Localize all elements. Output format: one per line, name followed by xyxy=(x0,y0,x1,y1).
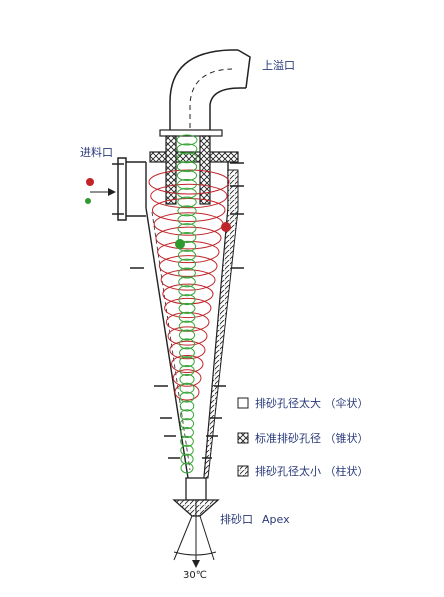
inner-vortex-loop xyxy=(178,320,196,332)
inner-vortex-loop xyxy=(179,418,195,430)
inner-vortex-loop xyxy=(180,444,194,456)
inner-vortex-loop xyxy=(177,205,197,217)
inner-vortex-loop xyxy=(179,382,195,394)
fine-particle xyxy=(175,239,185,249)
inlet-label: 进料口 xyxy=(80,145,113,159)
overflow-pipe xyxy=(169,49,251,130)
legend-item-small: 排砂孔径太小 （柱状） xyxy=(255,464,369,478)
inner-vortex-loop xyxy=(179,347,195,359)
inner-vortex-loop xyxy=(177,178,197,190)
inner-vortex-loop xyxy=(178,311,196,323)
inner-vortex-loop xyxy=(178,302,196,314)
inner-vortex-loop xyxy=(179,356,195,368)
inner-vortex xyxy=(176,134,198,474)
legend-swatch-crosshatch xyxy=(237,432,249,444)
inner-vortex-loop xyxy=(178,258,196,270)
inner-vortex-loop xyxy=(177,223,197,235)
coarse-particle xyxy=(221,222,231,232)
inner-vortex-loop xyxy=(176,152,198,164)
underflow-label: 排砂口 xyxy=(220,512,253,526)
inner-vortex-loop xyxy=(180,427,194,439)
apex-spigot xyxy=(172,477,220,568)
inner-vortex-loop xyxy=(178,294,196,306)
inner-vortex-loop xyxy=(180,435,194,447)
inner-vortex-loop xyxy=(177,249,197,261)
inner-vortex-loop xyxy=(180,453,194,465)
outer-vortex-loop xyxy=(150,183,228,209)
outer-vortex-loop xyxy=(169,340,206,360)
legend-swatch-empty xyxy=(237,397,249,409)
outer-vortex-loop xyxy=(148,169,230,195)
outer-vortex-loop xyxy=(160,269,216,291)
cyclone-body xyxy=(145,162,239,479)
outer-vortex-loop xyxy=(155,226,222,250)
legend-item-standard: 标准排砂孔径 （锥状） xyxy=(255,431,369,445)
inner-vortex-loop xyxy=(177,187,197,199)
inner-vortex-loop xyxy=(177,232,197,244)
feed-inlet xyxy=(90,157,146,221)
legend-item-large: 排砂孔径太大 （伞状） xyxy=(255,396,369,410)
inner-vortex-loop xyxy=(176,143,198,155)
outer-vortex-loop xyxy=(171,354,204,374)
inner-vortex-loop xyxy=(177,196,197,208)
apex-label: Apex xyxy=(262,513,290,526)
inner-vortex-loop xyxy=(178,276,196,288)
inner-vortex-loop xyxy=(179,400,195,412)
outer-vortex-loop xyxy=(167,326,208,346)
inner-vortex-loop xyxy=(176,134,198,146)
inner-vortex-loop xyxy=(179,391,195,403)
inner-vortex-loop xyxy=(178,267,196,279)
inner-vortex-loop xyxy=(179,373,195,385)
outer-vortex-loop xyxy=(172,369,202,387)
inner-vortex-loop xyxy=(177,214,197,226)
outer-vortex-loop xyxy=(164,297,212,319)
inner-vortex-loop xyxy=(176,161,198,173)
legend-swatch-diagonal xyxy=(237,465,249,477)
coarse-particle-inlet xyxy=(86,178,94,186)
inner-vortex-loop xyxy=(178,338,196,350)
vortex-finder xyxy=(149,129,239,205)
inner-vortex-loop xyxy=(178,329,196,341)
inner-vortex-loop xyxy=(179,409,195,421)
overflow-label: 上溢口 xyxy=(262,58,295,72)
inner-vortex-loop xyxy=(178,285,196,297)
inner-vortex-loop xyxy=(180,462,194,474)
fine-particle-inlet xyxy=(85,198,91,204)
inner-vortex-loop xyxy=(176,169,198,181)
outer-vortex-loop xyxy=(151,198,226,222)
flange-ribs xyxy=(130,162,244,459)
angle-label: 30℃ xyxy=(183,570,207,581)
inner-vortex-loop xyxy=(179,364,195,376)
